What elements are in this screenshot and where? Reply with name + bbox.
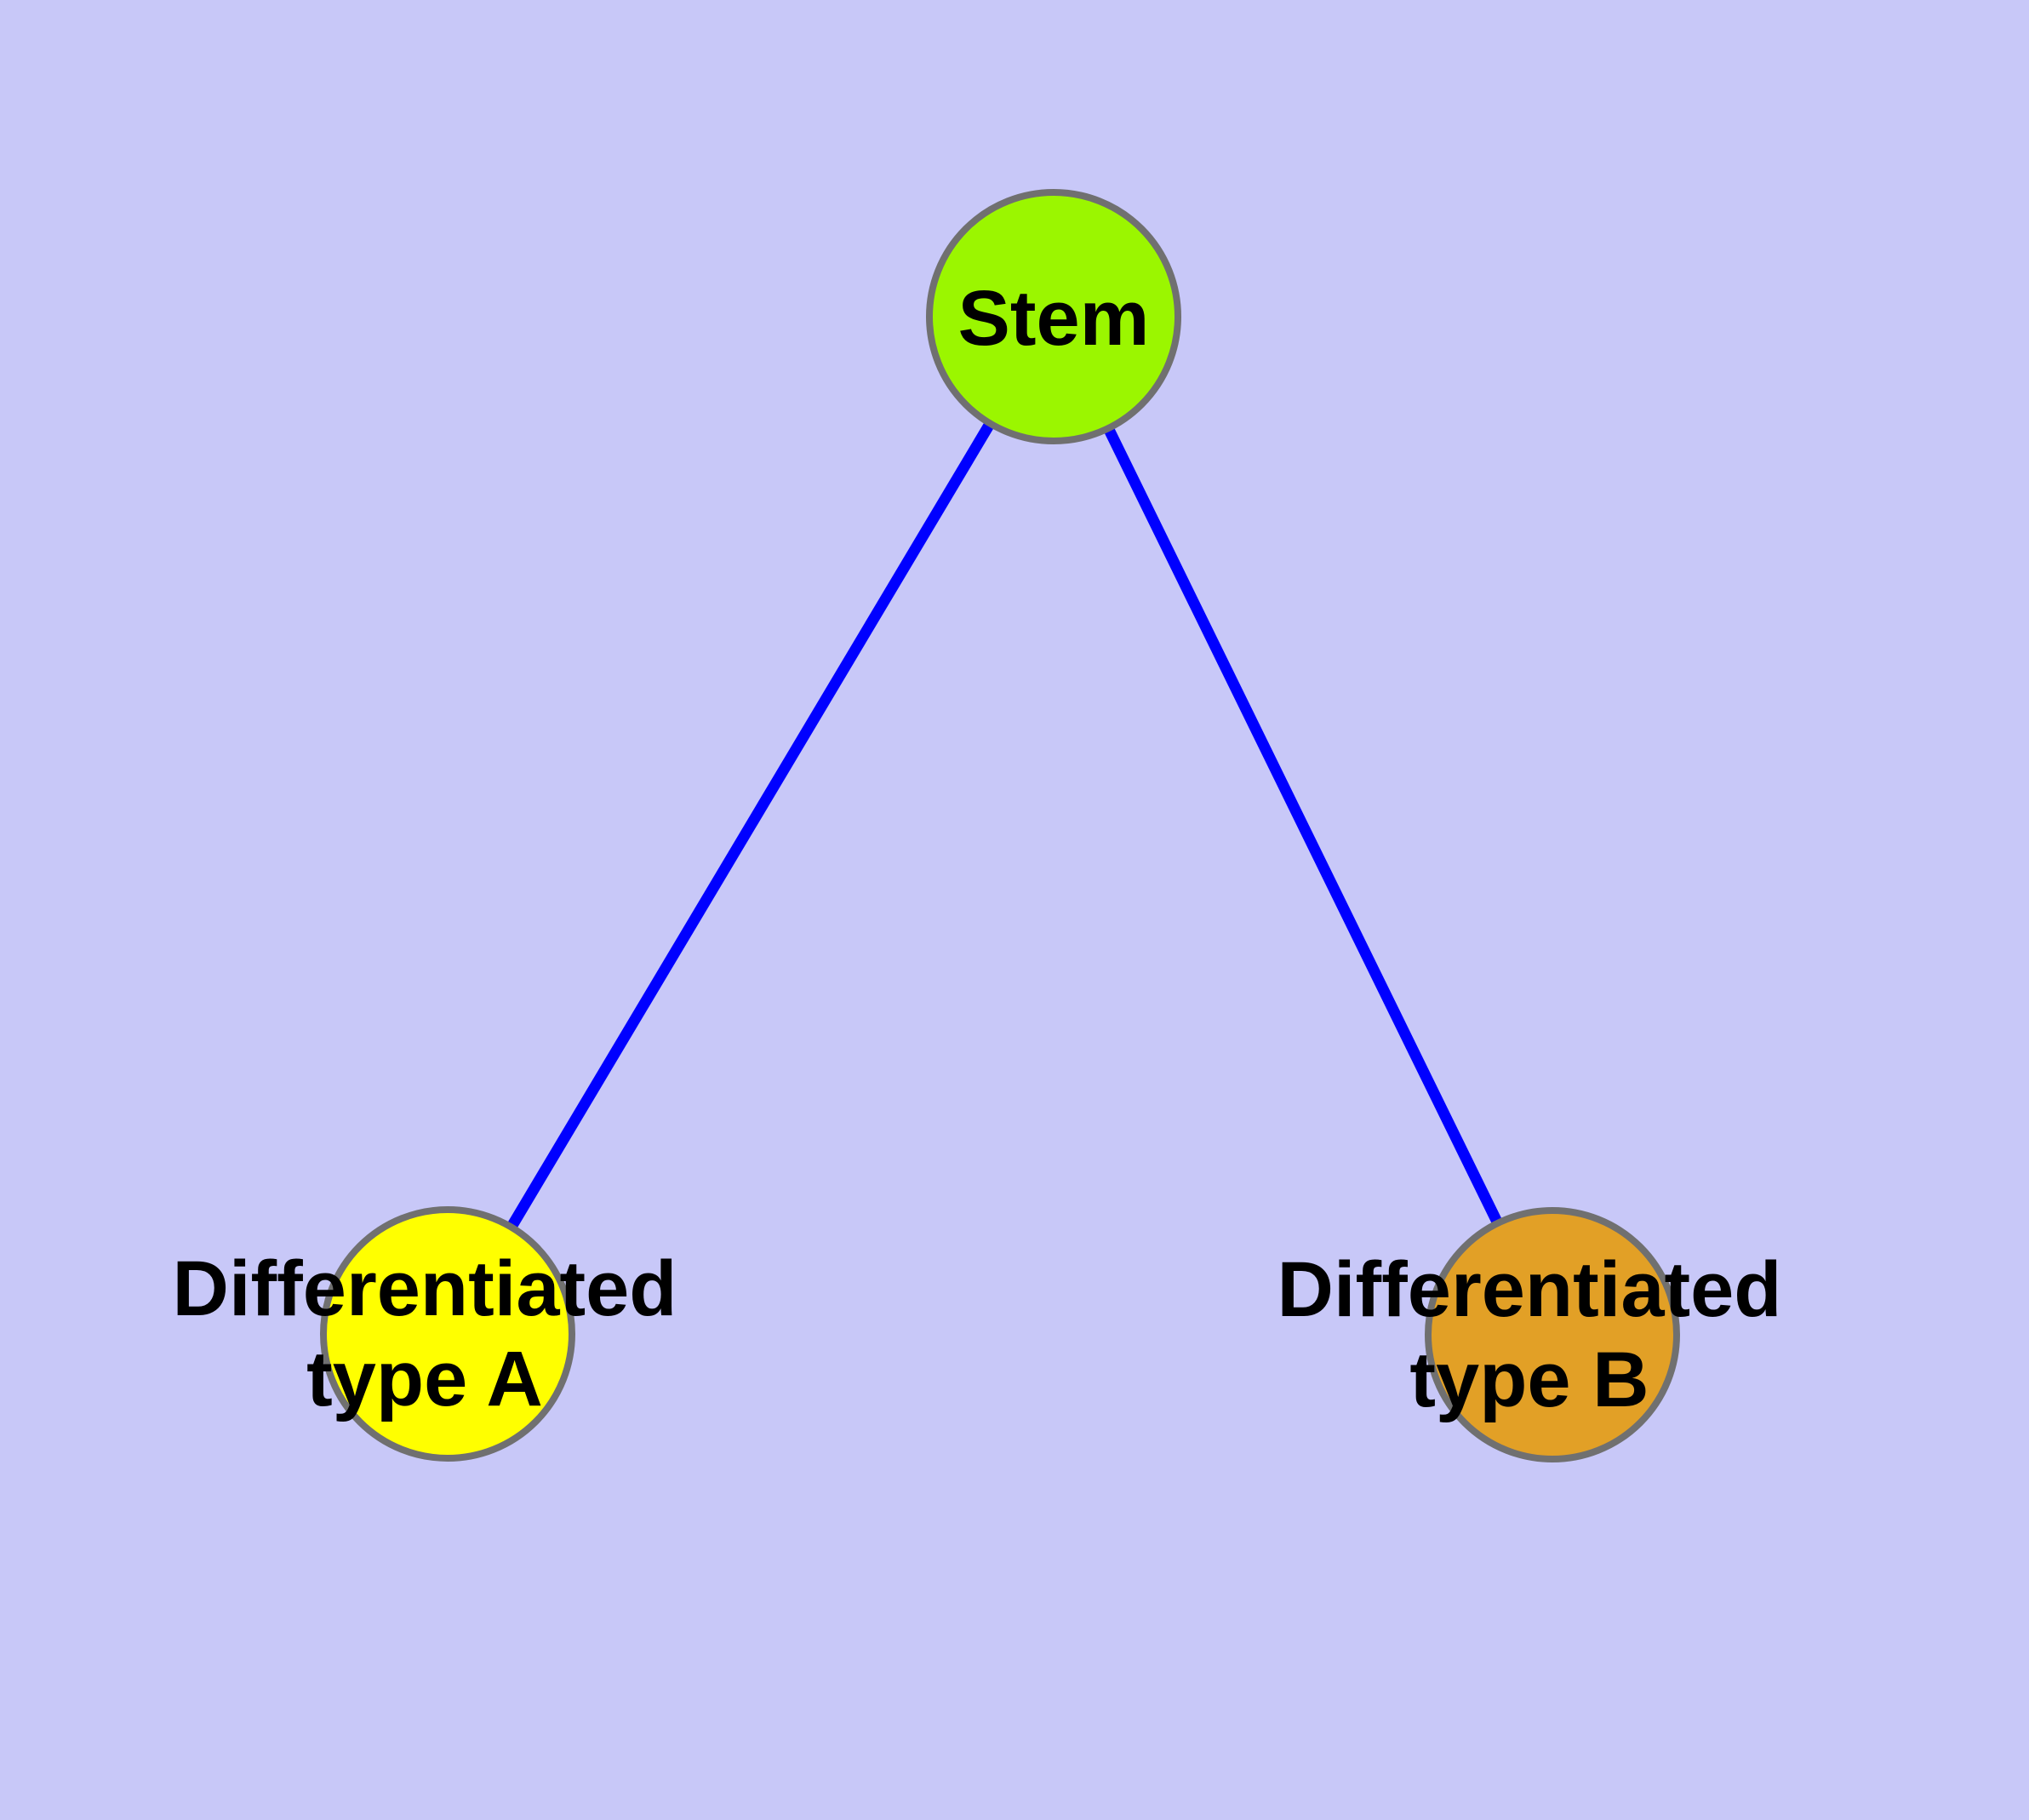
node-differentiated-type-b [1425,1207,1680,1462]
node-stem-label: Stem [957,275,1150,362]
edge-stem-to-type-b [1049,314,1557,1337]
node-type-a-label-line2: type A [306,1336,543,1422]
node-type-a-label-line1: Differentiated [172,1245,677,1332]
node-type-b-label-line1: Differentiated [1277,1246,1782,1333]
node-differentiated-type-a [320,1206,575,1462]
node-stem [926,189,1181,444]
node-type-b-label-line2: type B [1409,1336,1649,1423]
edge-stem-to-type-a [443,313,1059,1337]
node-type-b-label: Differentiated type B [1232,1245,1827,1425]
node-type-a-label: Differentiated type A [127,1244,723,1424]
